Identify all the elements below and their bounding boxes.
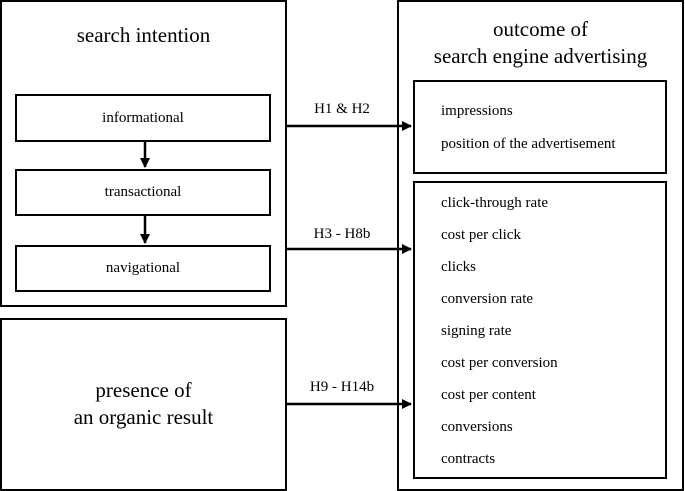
stage-navigational (15, 245, 271, 292)
outcome-item-contracts: contracts (441, 451, 496, 467)
outcome-item-cost-per-content: cost per content (441, 387, 536, 403)
outcome-item-conversions: conversions (441, 419, 513, 435)
outcome-item-ctr: click-through rate (441, 195, 549, 211)
outcome-item-position: position of the advertisement (441, 136, 616, 152)
outcome-group-visibility (413, 80, 667, 174)
stage-navigational-label: navigational (105, 260, 181, 276)
hypothesis-label-2: H3 - H8b (313, 226, 371, 242)
stage-informational (15, 94, 271, 142)
stage-transactional-label: transactional (104, 184, 182, 200)
outcome-item-conversion-rate: conversion rate (441, 291, 534, 307)
outcome-item-cpc: cost per click (441, 227, 521, 243)
outcome-item-signing-rate: signing rate (441, 323, 512, 339)
organic-result-title-line2: an organic result (73, 405, 214, 429)
stage-informational-label: informational (102, 110, 184, 126)
search-intention-title: search intention (76, 23, 211, 47)
organic-result-title-line1: presence of (95, 378, 192, 402)
outcome-item-cost-per-conversion: cost per conversion (441, 355, 558, 371)
outcome-item-clicks: clicks (441, 259, 476, 275)
hypothesis-label-1: H1 & H2 (314, 101, 370, 117)
stage-transactional (15, 169, 271, 216)
outcome-item-impressions: impressions (441, 103, 513, 119)
outcome-title-line2: search engine advertising (433, 44, 648, 68)
outcome-group-performance (413, 181, 667, 479)
hypothesis-label-3: H9 - H14b (309, 379, 375, 395)
outcome-title-line1: outcome of (492, 17, 589, 41)
organic-result-box (0, 318, 287, 491)
